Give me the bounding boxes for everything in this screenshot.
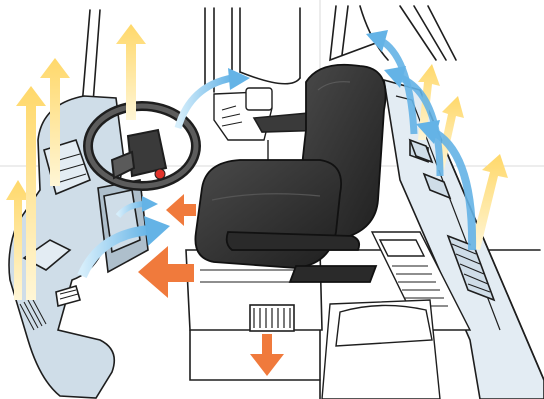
floor-vent-icon [250, 305, 294, 331]
heat-airflow-arrow-icon [250, 334, 284, 376]
heat-airflow-arrow-icon [166, 194, 196, 226]
